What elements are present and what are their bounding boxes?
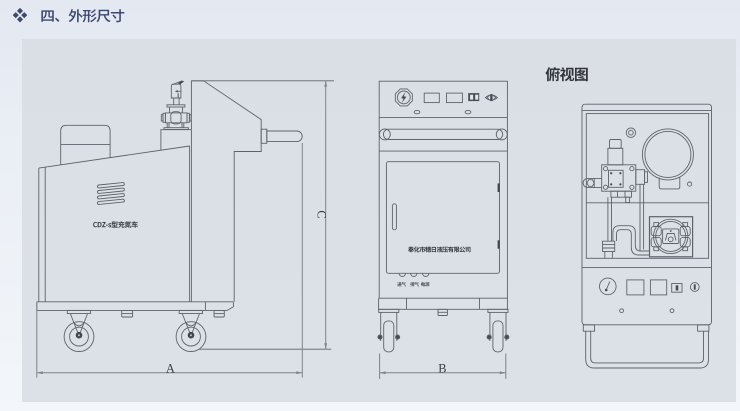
svg-text:A: A xyxy=(166,361,175,375)
svg-text:C: C xyxy=(315,210,329,218)
svg-text:B: B xyxy=(438,362,446,376)
